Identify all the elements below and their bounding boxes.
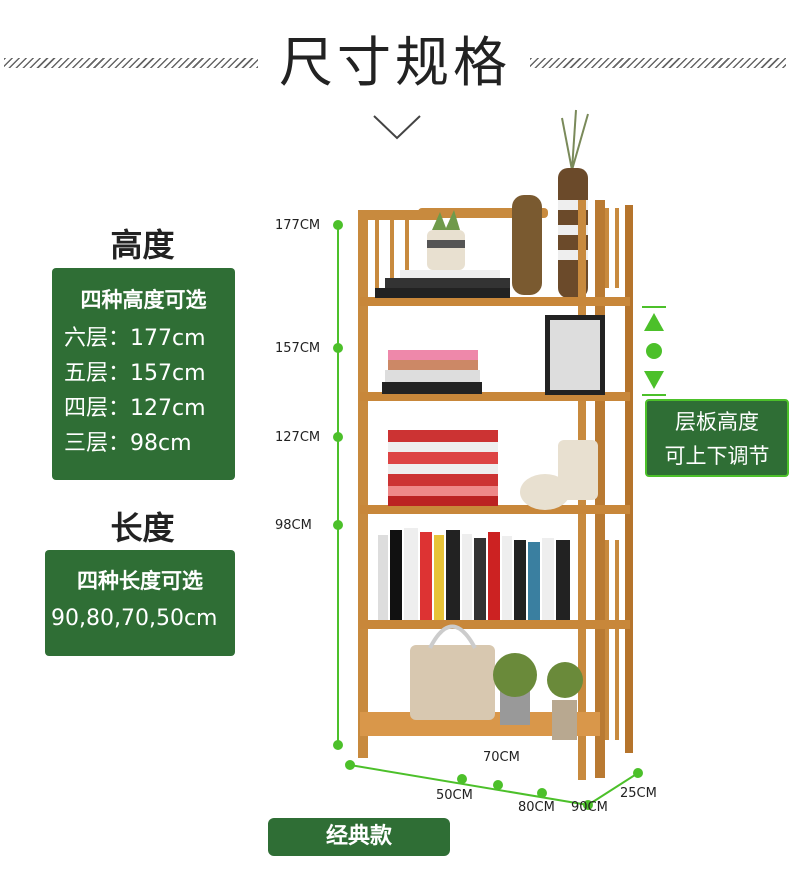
height-label-127: 127CM (275, 430, 321, 445)
height-option-3: 三层：98cm (64, 431, 192, 456)
height-options-subtitle: 四种高度可选 (80, 288, 207, 312)
width-label-90: 90CM (571, 800, 608, 815)
width-label-80: 80CM (518, 800, 555, 815)
dimension-lines (333, 220, 660, 810)
width-label-70: 70CM (483, 750, 520, 765)
height-option-4: 四层：127cm (64, 396, 206, 421)
width-label-50: 50CM (436, 788, 473, 803)
shelf-adjust-note: 层板高度 可上下调节 (645, 399, 789, 477)
shelf-note-line1: 层板高度 (675, 410, 759, 434)
height-label-177: 177CM (275, 218, 321, 233)
depth-label: 25CM (620, 786, 657, 801)
bookshelf-illustration (358, 109, 633, 780)
classic-style-button[interactable]: 经典款 (268, 818, 450, 856)
height-option-6: 六层：177cm (64, 326, 206, 351)
height-label-157: 157CM (275, 341, 321, 356)
height-label-98: 98CM (275, 518, 312, 533)
height-option-5: 五层：157cm (64, 361, 206, 386)
length-values: 90,80,70,50cm (51, 606, 218, 631)
height-heading: 高度 (110, 226, 175, 264)
page-title: 尺寸规格 (279, 31, 511, 94)
chevron-down-icon (373, 115, 421, 140)
shelf-note-line2: 可上下调节 (664, 444, 770, 468)
adjust-arrows-icon (638, 305, 670, 397)
length-options-subtitle: 四种长度可选 (77, 569, 203, 593)
length-heading: 长度 (110, 509, 175, 547)
title-divider-left (4, 58, 258, 68)
length-options-panel: 四种长度可选 90,80,70,50cm (45, 550, 235, 656)
height-options-panel: 四种高度可选 六层：177cm 五层：157cm 四层：127cm 三层：98c… (52, 268, 235, 480)
title-divider-right (530, 58, 786, 68)
